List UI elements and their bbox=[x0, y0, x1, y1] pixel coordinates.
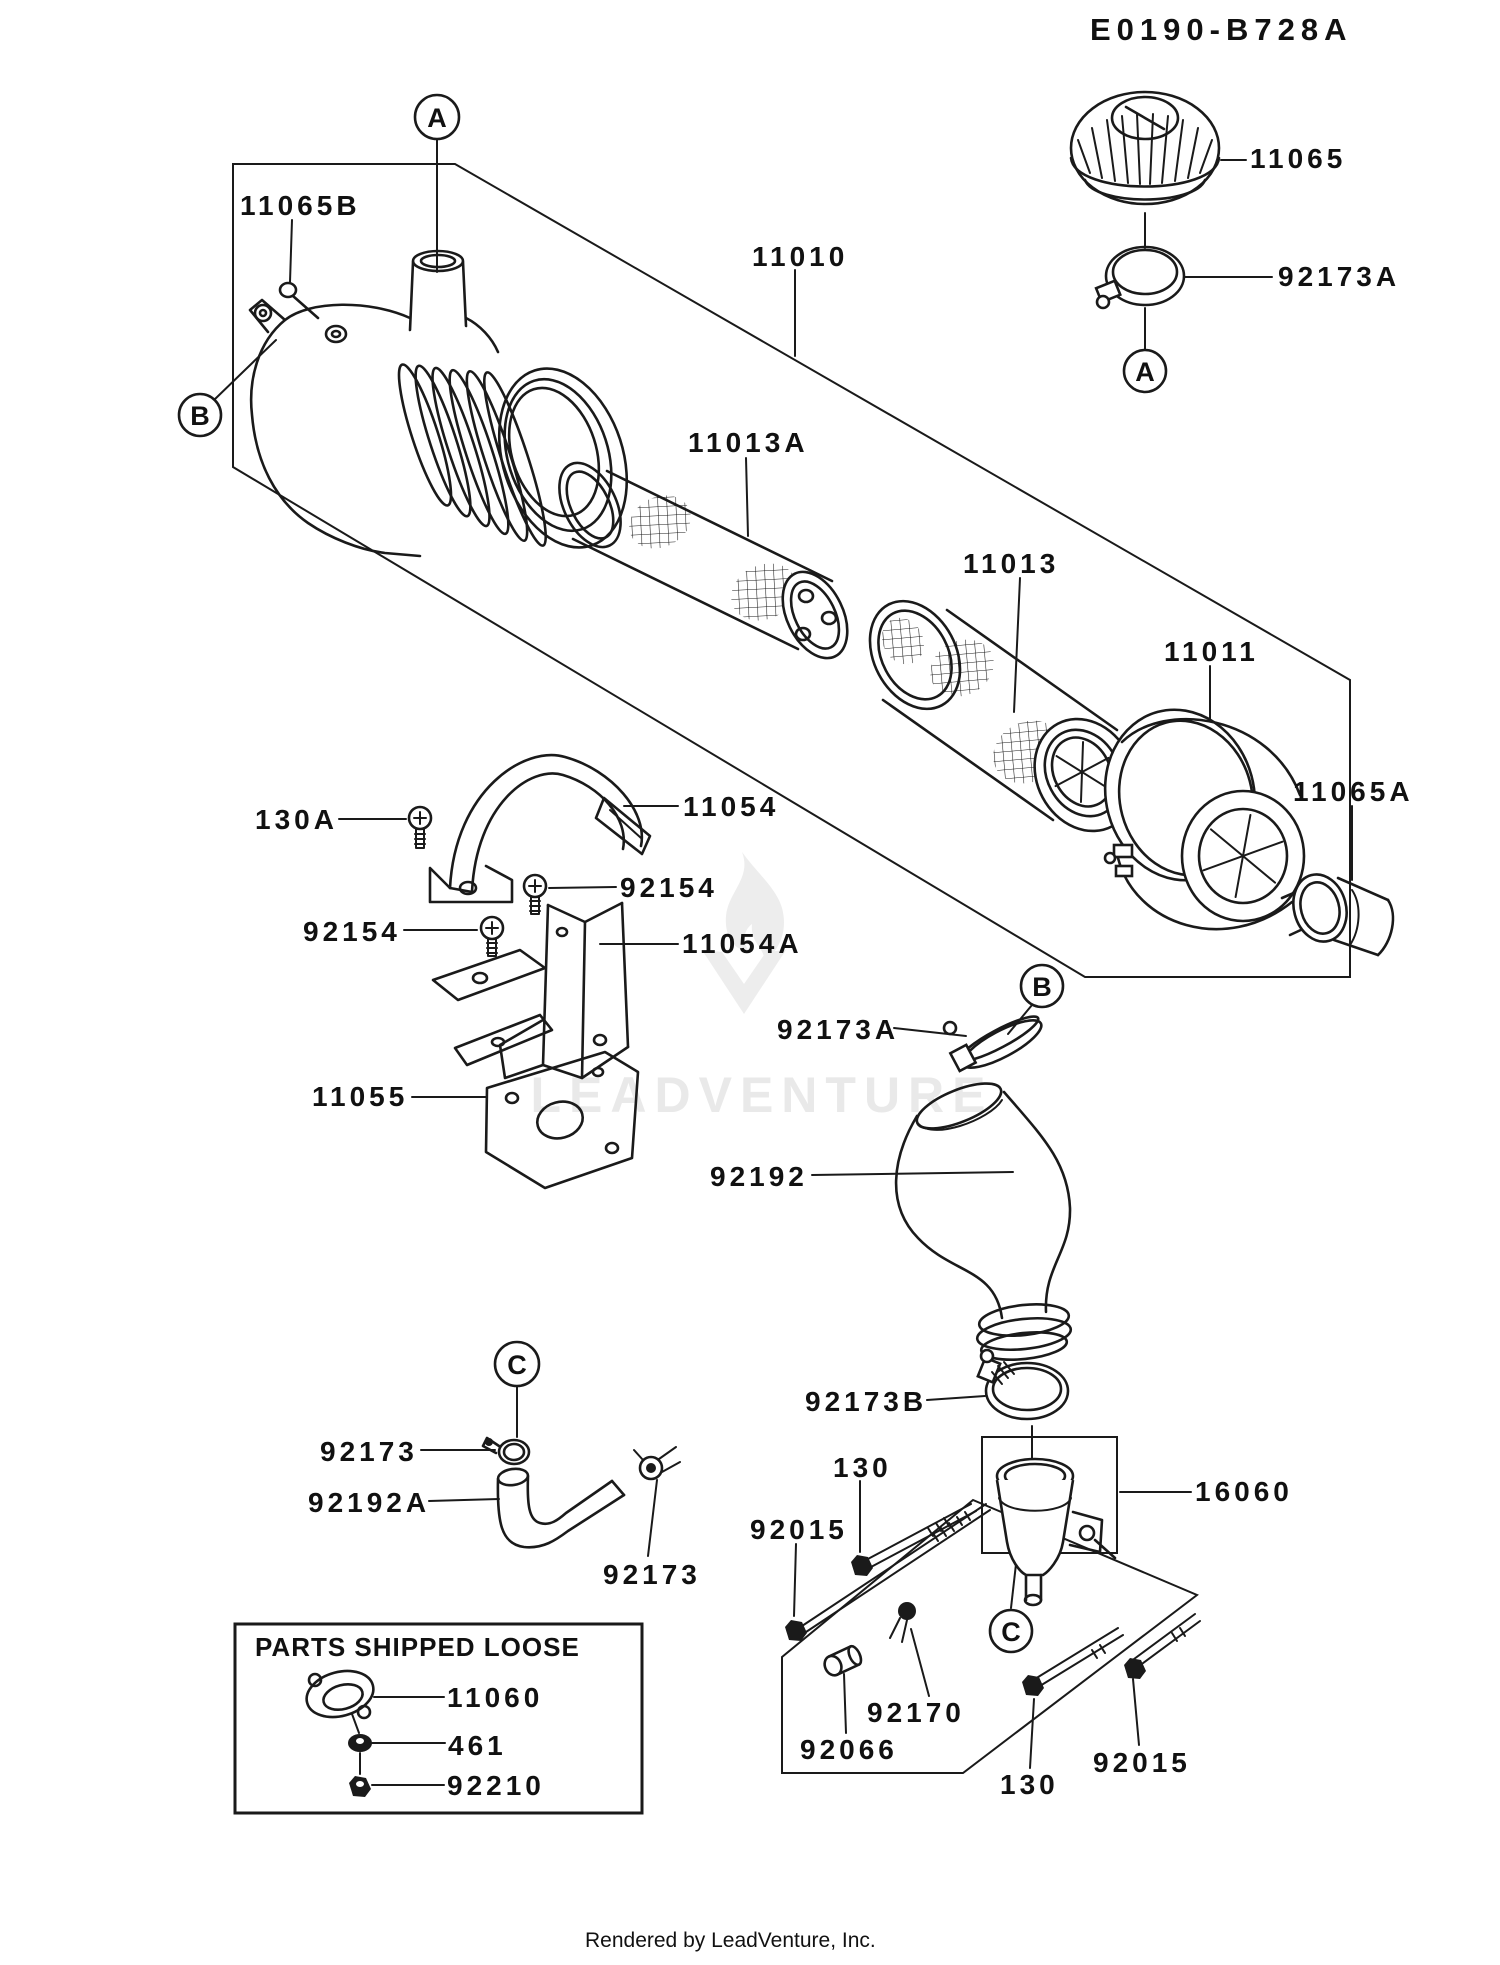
ref-bubble-b-1-label: B bbox=[190, 401, 210, 431]
part-label-11065b[interactable]: 11065B bbox=[240, 190, 361, 221]
part-label-92154-lower[interactable]: 92154 bbox=[303, 916, 401, 947]
part-label-11054[interactable]: 11054 bbox=[683, 791, 779, 822]
part-label-130-left[interactable]: 130 bbox=[833, 1452, 892, 1483]
part-drawing-washer-461 bbox=[348, 1734, 372, 1752]
flame-logo-icon bbox=[725, 852, 784, 962]
part-label-11011[interactable]: 11011 bbox=[1164, 636, 1259, 667]
part-drawing-clamp-92173a-mid bbox=[942, 1015, 1043, 1073]
footer-credit: Rendered by LeadVenture, Inc. bbox=[585, 1929, 876, 1952]
part-label-11013[interactable]: 11013 bbox=[963, 548, 1059, 579]
part-drawing-strainer-16060 bbox=[981, 1425, 1118, 1607]
part-label-92210[interactable]: 92210 bbox=[447, 1770, 545, 1801]
part-label-92173-right[interactable]: 92173 bbox=[603, 1559, 701, 1590]
part-drawing-gasket-11060 bbox=[305, 1669, 375, 1720]
part-drawing-clamp-92173-right bbox=[633, 1446, 681, 1481]
part-drawing-housing-11010 bbox=[248, 249, 629, 558]
part-label-92173a-top[interactable]: 92173A bbox=[1278, 261, 1400, 292]
part-drawing-clamp-92173a-top bbox=[1094, 245, 1186, 310]
part-label-92170[interactable]: 92170 bbox=[867, 1697, 965, 1728]
part-label-461[interactable]: 461 bbox=[448, 1730, 507, 1761]
part-drawing-pin-92170 bbox=[889, 1602, 916, 1643]
parts-shipped-loose-box: PARTS SHIPPED LOOSE 11060 461 92210 bbox=[233, 1622, 644, 1815]
watermark-text: LEADVENTURE bbox=[530, 1067, 993, 1123]
ref-bubble-c-2-label: C bbox=[1001, 1617, 1021, 1647]
ref-bubble-c-2: C bbox=[988, 1608, 1034, 1654]
nut-92015-right bbox=[1124, 1658, 1146, 1679]
part-drawing-case-11011 bbox=[1103, 708, 1333, 937]
part-label-130a[interactable]: 130A bbox=[255, 804, 338, 835]
part-drawing-studs-and-nuts bbox=[785, 1503, 1201, 1696]
part-label-92066[interactable]: 92066 bbox=[800, 1734, 898, 1765]
group-boundaries bbox=[232, 163, 1351, 1774]
part-drawing-clamp-92173-left bbox=[481, 1436, 531, 1466]
part-drawing-band-bracket-11054 bbox=[428, 753, 652, 904]
ref-bubble-a-2-label: A bbox=[1135, 357, 1155, 387]
ref-bubble-c-1-label: C bbox=[507, 1350, 527, 1380]
ref-bubble-a-1-label: A bbox=[427, 103, 447, 133]
part-label-16060[interactable]: 16060 bbox=[1195, 1476, 1293, 1507]
flame-logo-chevron-icon bbox=[702, 950, 786, 1014]
part-label-130-right[interactable]: 130 bbox=[1000, 1769, 1059, 1800]
ref-bubble-c-1: C bbox=[493, 1340, 541, 1388]
part-drawing-bolt-92154-lower bbox=[479, 915, 505, 957]
part-label-11013a[interactable]: 11013A bbox=[688, 427, 809, 458]
group-boundary-main bbox=[232, 163, 1351, 978]
parts-box-border bbox=[233, 1622, 644, 1815]
part-label-11065[interactable]: 11065 bbox=[1250, 143, 1346, 174]
ref-bubble-b-2-label: B bbox=[1032, 972, 1052, 1002]
part-drawing-hose-92192a bbox=[496, 1467, 626, 1549]
ref-bubble-a-2: A bbox=[1122, 348, 1168, 394]
part-label-11065a[interactable]: 11065A bbox=[1293, 776, 1414, 807]
part-drawing-plug-92066 bbox=[823, 1644, 863, 1677]
part-label-92173-left[interactable]: 92173 bbox=[320, 1436, 418, 1467]
part-label-92192a[interactable]: 92192A bbox=[308, 1487, 430, 1518]
nut-92015-left bbox=[785, 1620, 807, 1641]
part-drawing-bolt-92154-upper bbox=[522, 873, 548, 915]
part-label-92015-left[interactable]: 92015 bbox=[750, 1514, 848, 1545]
part-label-11010[interactable]: 11010 bbox=[752, 241, 848, 272]
part-drawing-bolt-130a bbox=[407, 805, 433, 849]
part-drawing-elbow-duct-92192 bbox=[894, 1082, 1073, 1361]
part-label-92154-upper[interactable]: 92154 bbox=[620, 872, 718, 903]
part-drawing-plate-11055 bbox=[484, 1050, 640, 1190]
nut-130-right bbox=[1022, 1675, 1044, 1696]
ref-bubbles: A A B B C C bbox=[177, 93, 1168, 1654]
ref-bubble-a-1: A bbox=[413, 93, 461, 141]
diagram-code: E0190-B728A bbox=[1090, 12, 1352, 47]
part-drawing-nut-92210 bbox=[349, 1776, 371, 1797]
ref-bubble-b-2: B bbox=[1019, 963, 1065, 1009]
watermark: LEADVENTURE bbox=[530, 852, 993, 1123]
part-label-11060[interactable]: 11060 bbox=[447, 1682, 543, 1713]
part-label-92015-right[interactable]: 92015 bbox=[1093, 1747, 1191, 1778]
nut-130-left bbox=[851, 1555, 873, 1576]
part-label-11054a[interactable]: 11054A bbox=[682, 928, 803, 959]
part-label-92173a-mid[interactable]: 92173A bbox=[777, 1014, 899, 1045]
part-label-11055[interactable]: 11055 bbox=[312, 1081, 408, 1112]
parts-box-title: PARTS SHIPPED LOOSE bbox=[255, 1632, 580, 1662]
ref-bubble-b-1: B bbox=[177, 392, 223, 438]
part-label-92173b[interactable]: 92173B bbox=[805, 1386, 927, 1417]
part-drawing-elbow-cap-11065a bbox=[1292, 873, 1395, 957]
part-label-92192[interactable]: 92192 bbox=[710, 1161, 808, 1192]
part-drawing-clamp-92173b bbox=[976, 1348, 1070, 1421]
part-drawing-inner-element-11013a bbox=[558, 461, 849, 660]
part-drawing-air-cap-11065 bbox=[1069, 90, 1221, 206]
group-boundary-fuel-group bbox=[781, 1498, 1199, 1774]
